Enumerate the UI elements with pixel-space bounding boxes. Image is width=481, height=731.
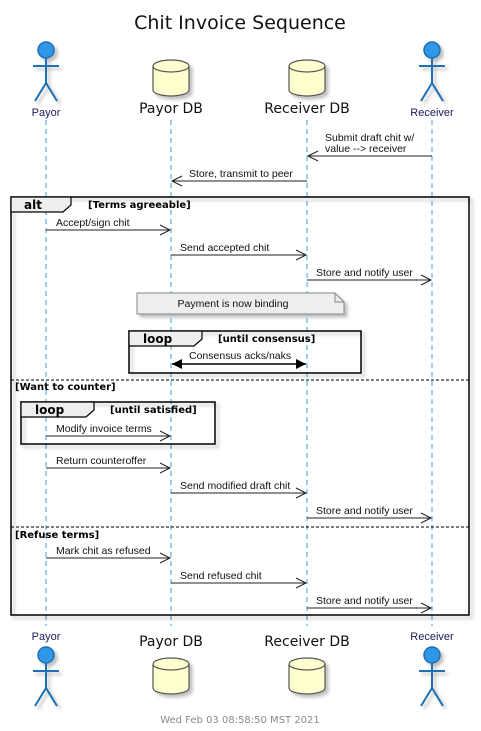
loop-tab — [128, 330, 203, 347]
arrowhead-icon — [295, 249, 308, 261]
arrowhead-icon — [159, 462, 172, 474]
alt-guard: [Terms agreeable] — [88, 200, 191, 211]
database-icon — [288, 657, 326, 695]
diagram-title: Chit Invoice Sequence — [134, 12, 346, 34]
alt-tab — [10, 196, 72, 213]
arrowhead-icon — [306, 150, 319, 162]
message-label: Accept/sign chit — [56, 217, 130, 229]
participant-receiver-label: Receiver — [410, 107, 454, 119]
alt-fragment — [10, 196, 470, 616]
footer-timestamp: Wed Feb 03 08:58:50 MST 2021 — [160, 715, 320, 726]
participant-receiver-db-label: Receiver DB — [264, 101, 349, 117]
message-label: Return counteroffer — [56, 455, 147, 467]
arrowhead-icon — [170, 175, 183, 187]
message-label: Modify invoice terms — [56, 423, 152, 435]
actor-icon — [33, 646, 59, 707]
participant-receiver-db-label: Receiver DB — [264, 634, 349, 650]
arrowhead-icon — [159, 430, 172, 442]
message-label: Store and notify user — [316, 267, 413, 279]
note-box — [136, 292, 345, 315]
loop-keyword: loop — [35, 403, 65, 417]
database-icon — [152, 657, 190, 695]
participant-payor-db-label: Payor DB — [139, 101, 203, 117]
arrowhead-icon — [420, 602, 433, 614]
participant-payor-label: Payor — [32, 107, 61, 119]
message-label: Send refused chit — [180, 570, 262, 582]
arrowhead-icon — [420, 512, 433, 524]
participant-payor-db-label: Payor DB — [139, 634, 203, 650]
participant-payor-label: Payor — [32, 631, 61, 643]
message-label: Store, transmit to peer — [189, 168, 293, 180]
arrowhead-icon — [172, 359, 182, 369]
message-label: Send modified draft chit — [180, 480, 290, 492]
message-label: Mark chit as refused — [56, 545, 151, 557]
participant-receiver-label: Receiver — [410, 631, 454, 643]
loop-tab — [20, 401, 95, 418]
message-label: Store and notify user — [316, 505, 413, 517]
else-guard: [Want to counter] — [15, 382, 116, 393]
message-label: Submit draft chit w/ — [325, 132, 414, 144]
alt-keyword: alt — [24, 198, 42, 212]
message-label: Store and notify user — [316, 595, 413, 607]
arrowhead-icon — [295, 487, 308, 499]
message-label: value --> receiver — [325, 143, 407, 155]
arrowhead-icon — [420, 274, 433, 286]
actor-icon — [419, 41, 445, 102]
loop-fragment — [20, 401, 216, 445]
note-text: Payment is now binding — [178, 298, 289, 310]
arrowhead-icon — [296, 359, 306, 369]
arrowhead-icon — [159, 224, 172, 236]
database-icon — [152, 59, 190, 97]
loop-fragment — [128, 330, 362, 374]
database-icon — [288, 59, 326, 97]
else-guard: [Refuse terms] — [15, 530, 99, 541]
arrowhead-icon — [159, 552, 172, 564]
arrowhead-icon — [295, 577, 308, 589]
message-label: Send accepted chit — [180, 242, 269, 254]
message-label: Consensus acks/naks — [189, 350, 291, 362]
loop-guard: [until satisfied] — [110, 405, 197, 416]
actor-icon — [33, 41, 59, 102]
loop-keyword: loop — [143, 332, 173, 346]
loop-guard: [until consensus] — [218, 334, 315, 345]
actor-icon — [419, 646, 445, 707]
